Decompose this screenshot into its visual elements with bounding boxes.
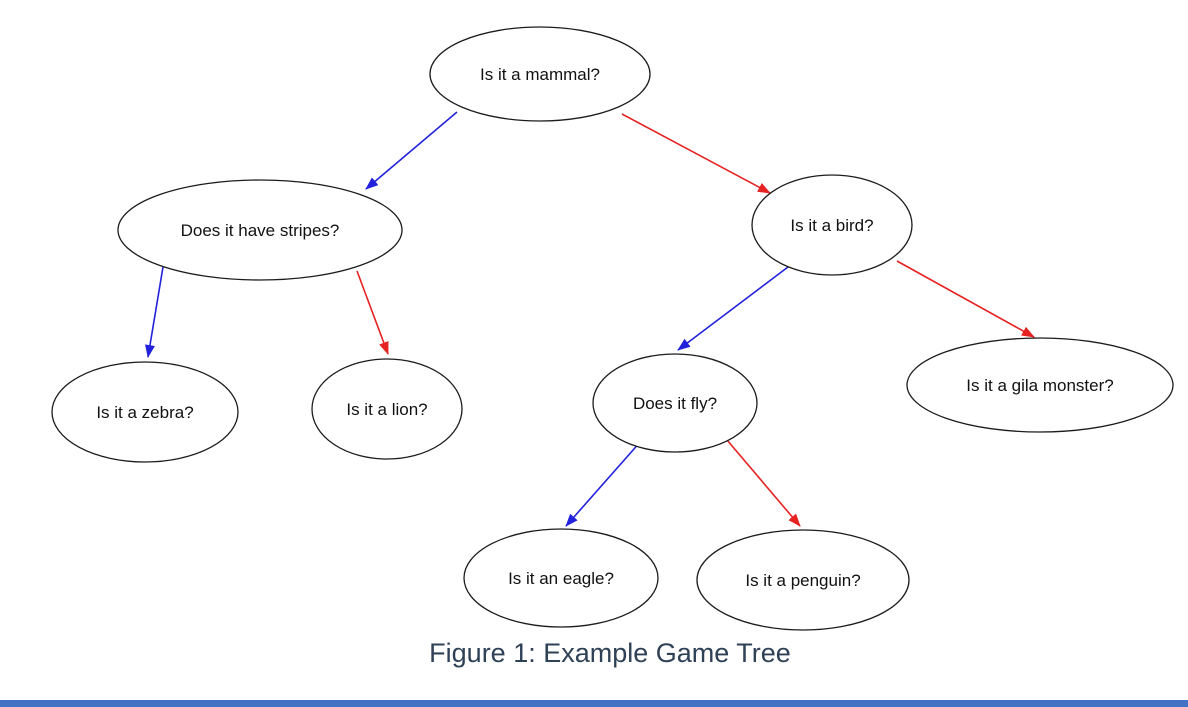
node-bird: Is it a bird? bbox=[751, 174, 913, 276]
tree-nodes: Is it a mammal? Does it have stripes? Is… bbox=[51, 26, 1174, 631]
bottom-accent-bar bbox=[0, 700, 1188, 707]
node-fly-label: Does it fly? bbox=[633, 394, 717, 413]
node-zebra-label: Is it a zebra? bbox=[96, 403, 193, 422]
node-gila-monster: Is it a gila monster? bbox=[906, 337, 1174, 433]
node-penguin-label: Is it a penguin? bbox=[745, 571, 860, 590]
node-zebra-ellipse bbox=[51, 361, 239, 463]
node-mammal-label: Is it a mammal? bbox=[480, 65, 600, 84]
node-zebra: Is it a zebra? bbox=[51, 361, 239, 463]
node-eagle-ellipse bbox=[463, 528, 659, 628]
tree-edges bbox=[145, 111, 1035, 527]
node-bird-label: Is it a bird? bbox=[790, 216, 873, 235]
edge-bird-gila-no-arrow bbox=[896, 260, 1035, 338]
node-gila-monster-label: Is it a gila monster? bbox=[966, 376, 1113, 395]
node-stripes-ellipse bbox=[117, 179, 403, 281]
node-eagle: Is it an eagle? bbox=[463, 528, 659, 628]
edge-mammal-stripes-yes-arrow bbox=[365, 111, 458, 190]
node-stripes: Does it have stripes? bbox=[117, 179, 403, 281]
node-gila-monster-ellipse bbox=[906, 337, 1174, 433]
edge-mammal-bird-no-arrow bbox=[621, 113, 771, 194]
node-lion-label: Is it a lion? bbox=[346, 400, 427, 419]
edge-fly-eagle-yes-arrow bbox=[565, 440, 642, 527]
node-mammal-ellipse bbox=[429, 26, 651, 122]
node-fly-ellipse bbox=[592, 353, 758, 453]
node-mammal: Is it a mammal? bbox=[429, 26, 651, 122]
node-penguin-ellipse bbox=[696, 529, 910, 631]
figure-caption: Figure 1: Example Game Tree bbox=[429, 638, 791, 668]
node-lion-ellipse bbox=[311, 358, 463, 460]
node-fly: Does it fly? bbox=[592, 353, 758, 453]
node-bird-ellipse bbox=[751, 174, 913, 276]
edge-bird-fly-yes-arrow bbox=[677, 266, 789, 351]
game-tree-diagram: Is it a mammal? Does it have stripes? Is… bbox=[51, 26, 1174, 631]
edge-stripes-zebra-yes-arrow bbox=[145, 266, 164, 358]
node-penguin: Is it a penguin? bbox=[696, 529, 910, 631]
node-lion: Is it a lion? bbox=[311, 358, 463, 460]
edge-fly-penguin-no-arrow bbox=[726, 439, 801, 527]
edge-stripes-lion-no-arrow bbox=[356, 270, 389, 355]
node-eagle-label: Is it an eagle? bbox=[508, 569, 614, 588]
node-stripes-label: Does it have stripes? bbox=[181, 221, 340, 240]
